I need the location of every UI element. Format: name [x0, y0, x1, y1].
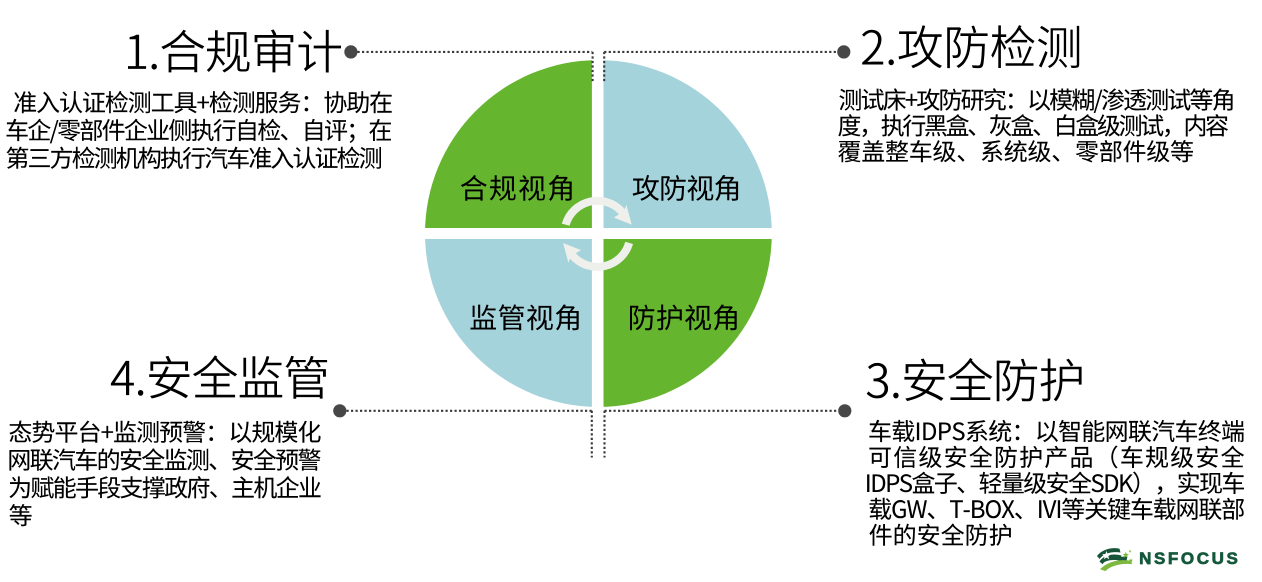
- svg-text:NSFOCUS: NSFOCUS: [1139, 549, 1240, 568]
